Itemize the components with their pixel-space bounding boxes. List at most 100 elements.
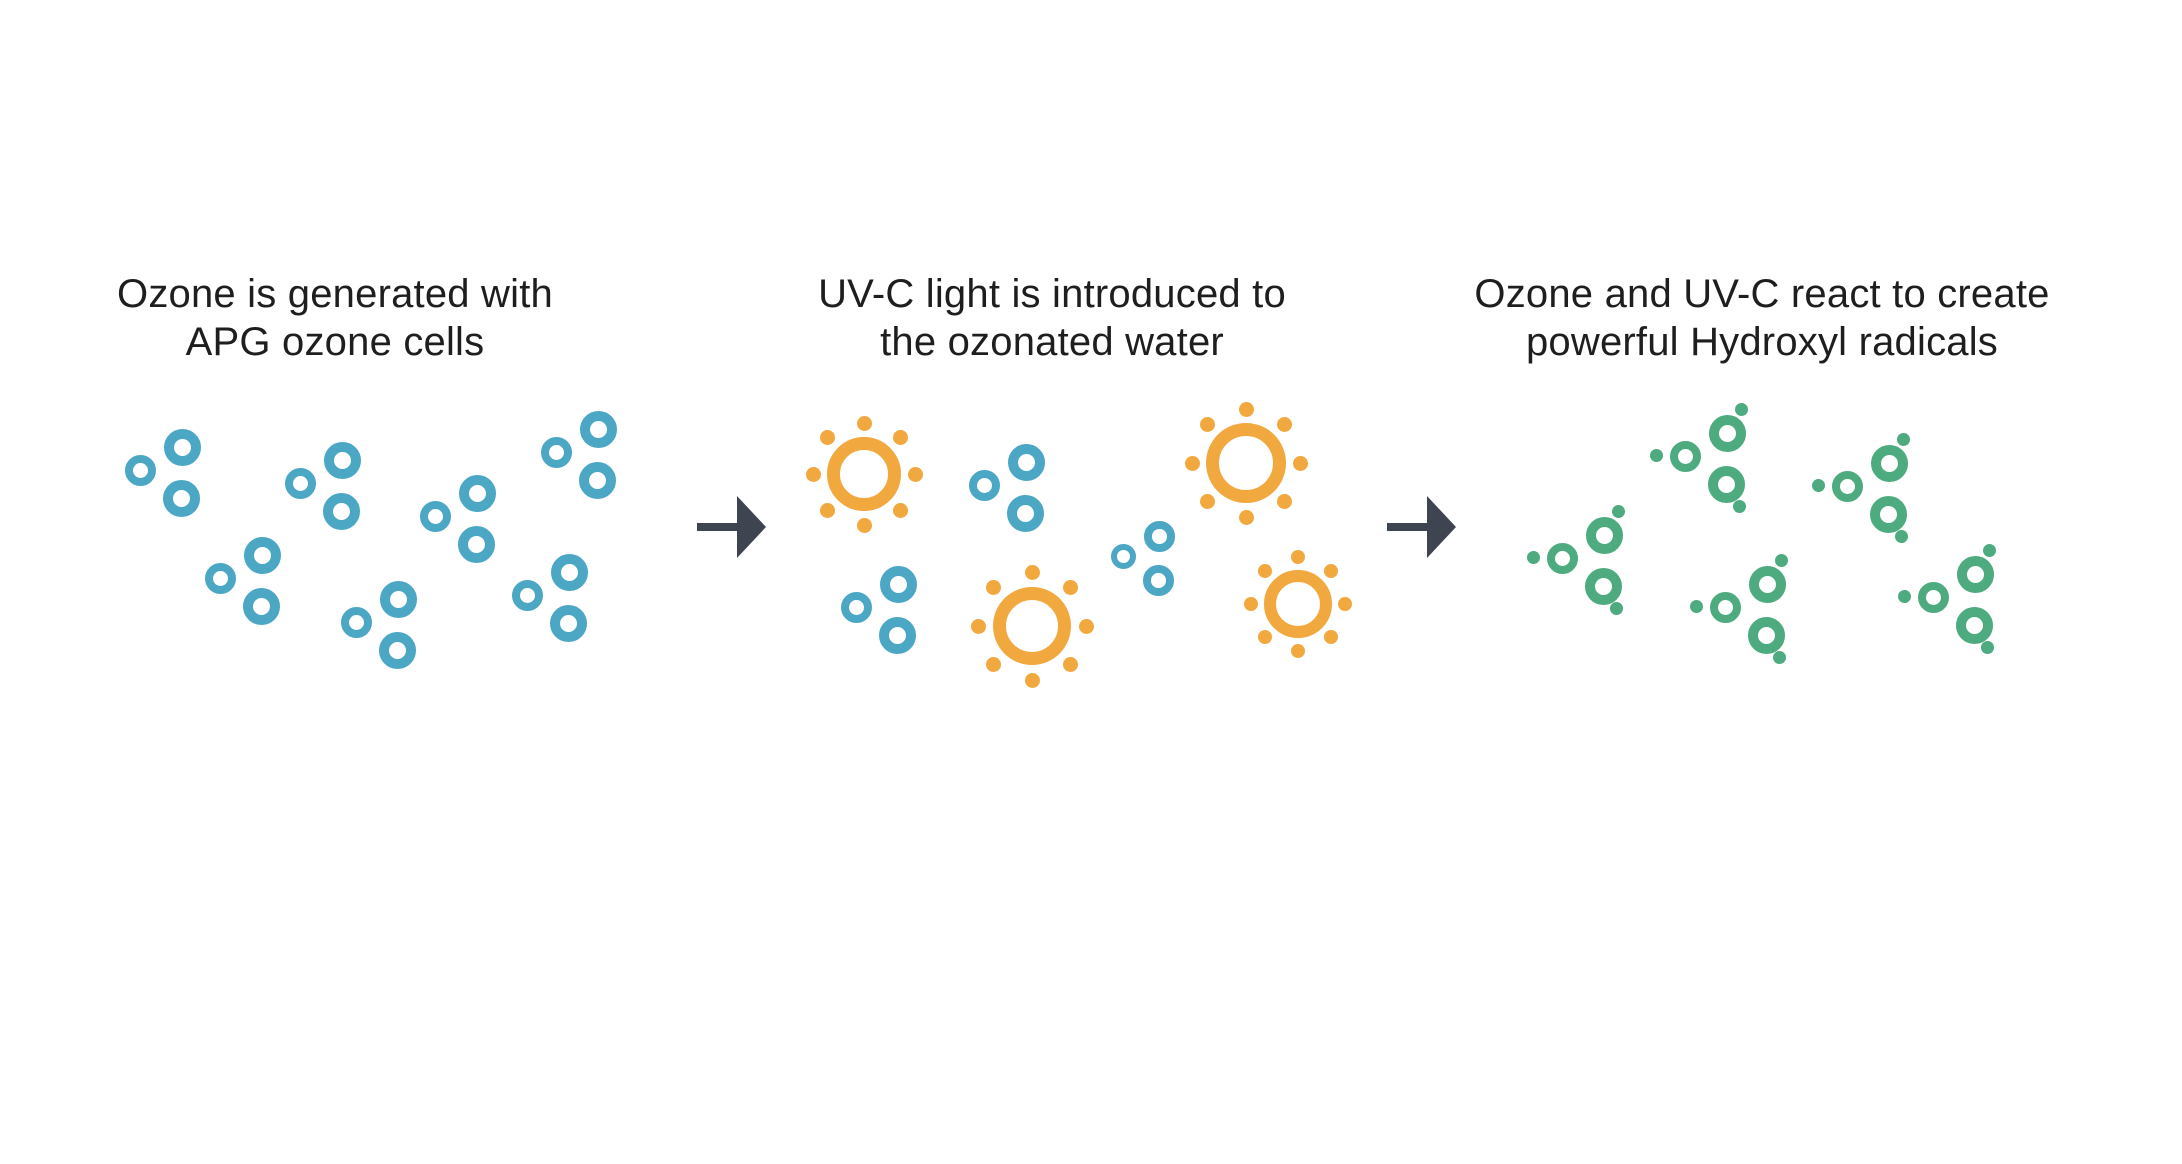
ozone-molecule-ring: [511, 579, 543, 611]
hydroxyl-molecule-ring: [1546, 542, 1578, 574]
ozone-molecule-ring: [163, 428, 201, 466]
radical-dot: [1734, 402, 1748, 416]
hydroxyl-molecule-ring: [1669, 440, 1701, 472]
ozone-molecule-ring: [549, 604, 587, 642]
ozone-molecule-ring: [1144, 521, 1175, 552]
ozone-molecule-ring: [284, 467, 316, 499]
uv-sun-ray-dot: [1276, 417, 1292, 433]
ozone-molecule-ring: [457, 525, 495, 563]
radical-dot: [1609, 601, 1623, 615]
ozone-molecule-ring: [378, 631, 416, 669]
ozone-molecule-ring: [1143, 565, 1174, 596]
ozone-molecule-ring: [323, 441, 361, 479]
radical-dot: [1982, 543, 1996, 557]
ozone-molecule-ring: [379, 580, 417, 618]
ozone-molecule-ring: [968, 469, 1000, 501]
radical-dot: [1526, 550, 1540, 564]
ozone-molecule-ring: [242, 587, 280, 625]
ozone-molecule-ring: [124, 454, 156, 486]
hydroxyl-molecule-ring: [1584, 567, 1622, 605]
uv-sun-ring: [827, 437, 901, 511]
ozone-molecule-ring: [878, 616, 916, 654]
radical-dot: [1611, 504, 1625, 518]
ozone-molecule-ring: [322, 492, 360, 530]
uv-sun-ray-dot: [820, 430, 836, 446]
uv-sun-ray-dot: [1238, 509, 1254, 525]
uv-sun-ray-dot: [1244, 597, 1258, 611]
radical-dot: [1772, 650, 1786, 664]
arrow-head: [1427, 496, 1456, 558]
ozone-molecule-ring: [1007, 443, 1045, 481]
uv-sun-ray-dot: [1200, 493, 1216, 509]
hydroxyl-molecule-ring: [1870, 444, 1908, 482]
ozone-molecule-ring: [579, 410, 617, 448]
uv-sun-ray-dot: [1257, 563, 1272, 578]
ozone-molecule-ring: [243, 536, 281, 574]
ozone-molecule-ring: [840, 591, 872, 623]
uv-sun-ray-dot: [1292, 455, 1308, 471]
radical-dot: [1894, 529, 1908, 543]
ozone-molecule-ring: [879, 565, 917, 603]
ozone-molecule-ring: [550, 553, 588, 591]
uv-sun-ray-dot: [1291, 550, 1305, 564]
radical-dot: [1897, 589, 1911, 603]
ozone-molecule-ring: [1006, 494, 1044, 532]
uv-sun-ring: [993, 587, 1071, 665]
hydroxyl-molecule-ring: [1707, 465, 1745, 503]
arrow-head: [737, 496, 766, 558]
radical-dot: [1732, 499, 1746, 513]
title-line: Ozone and UV-C react to create: [1474, 272, 2050, 316]
hydroxyl-molecule-ring: [1709, 591, 1741, 623]
uv-sun-ray-dot: [1062, 656, 1078, 672]
title-line: Ozone is generated with: [117, 272, 553, 316]
title-line: the ozonated water: [880, 320, 1224, 364]
uv-sun-ray-dot: [986, 580, 1002, 596]
radical-dot: [1980, 640, 1994, 654]
hydroxyl-molecule-ring: [1747, 616, 1785, 654]
arrow-shaft: [1387, 523, 1428, 531]
title-line: powerful Hydroxyl radicals: [1525, 320, 1999, 364]
uv-sun-ray-dot: [1184, 455, 1200, 471]
radical-dot: [1689, 599, 1703, 613]
hydroxyl-molecule-ring: [1956, 555, 1994, 593]
title-line: APG ozone cells: [185, 320, 485, 364]
uv-sun-ray-dot: [1062, 580, 1078, 596]
ozone-molecule-ring: [419, 500, 451, 532]
uv-sun-ray-dot: [1078, 618, 1094, 634]
ozone-molecule-ring: [458, 474, 496, 512]
hydroxyl-molecule-ring: [1748, 565, 1786, 603]
uv-sun-ray-dot: [1338, 597, 1352, 611]
uv-sun-ray-dot: [1238, 401, 1254, 417]
hydroxyl-molecule-ring: [1708, 414, 1746, 452]
hydroxyl-molecule-ring: [1917, 581, 1949, 613]
ozone-molecule-ring: [540, 436, 572, 468]
ozone-molecule-ring: [1110, 543, 1136, 569]
uv-sun-ring: [1206, 423, 1286, 503]
ozone-molecule-ring: [578, 461, 616, 499]
uv-sun-ray-dot: [1324, 630, 1339, 645]
ozone-molecule-ring: [162, 479, 200, 517]
uv-sun-ray-dot: [986, 656, 1002, 672]
uv-sun-ray-dot: [1200, 417, 1216, 433]
uv-sun-ray-dot: [805, 466, 821, 482]
panel-title-hydroxyl-creation: Ozone and UV-C react to create powerful …: [1474, 270, 2049, 366]
panel-title-uv-introduction: UV-C light is introduced to the ozonated…: [818, 270, 1286, 366]
ozone-molecule-ring: [204, 562, 236, 594]
uv-sun-ray-dot: [856, 415, 872, 431]
uv-sun-ray-dot: [1276, 493, 1292, 509]
hydroxyl-molecule-ring: [1955, 606, 1993, 644]
hydroxyl-molecule-ring: [1831, 470, 1863, 502]
radical-dot: [1649, 448, 1663, 462]
hydroxyl-molecule-ring: [1585, 516, 1623, 554]
panel-title-ozone-generation: Ozone is generated with APG ozone cells: [117, 270, 553, 366]
uv-sun-ray-dot: [1257, 630, 1272, 645]
uv-sun-ray-dot: [1291, 644, 1305, 658]
hydroxyl-molecule-ring: [1869, 495, 1907, 533]
radical-dot: [1774, 553, 1788, 567]
radical-dot: [1896, 432, 1910, 446]
uv-sun-ray-dot: [820, 502, 836, 518]
uv-sun-ray-dot: [1024, 564, 1040, 580]
title-line: UV-C light is introduced to: [818, 272, 1286, 316]
arrow-shaft: [697, 523, 738, 531]
